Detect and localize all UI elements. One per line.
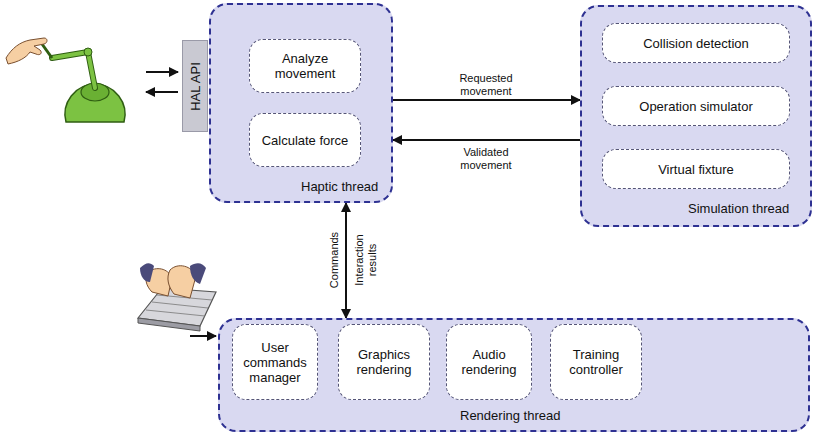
node-text: HAL API: [188, 62, 203, 111]
node-text: Analyze movement: [254, 51, 356, 81]
process-box: Collision detection: [602, 23, 790, 63]
thread-box: Haptic thread Analyze movementCalculate f…: [209, 3, 393, 203]
node-text: Graphics rendering: [343, 347, 425, 377]
arrow-connector: [393, 99, 580, 101]
node-text: Calculate force: [262, 133, 349, 148]
hand: [6, 38, 47, 64]
edge-label: Requested movement: [426, 72, 546, 98]
node-text: Audio rendering: [451, 347, 527, 377]
thread-box: Rendering thread User commands manager Gra…: [218, 318, 810, 432]
edge-label: Validated movement: [426, 146, 546, 172]
node-text: Training controller: [555, 347, 637, 377]
input-arrow: [146, 71, 178, 73]
node-text: Virtual fixture: [658, 162, 734, 177]
thread-label: Simulation thread: [688, 201, 789, 216]
process-box: User commands manager: [232, 324, 318, 400]
process-box: Audio rendering: [446, 324, 532, 400]
keyboard: [138, 263, 216, 331]
thread-label: Haptic thread: [301, 179, 378, 194]
haptic-device: [42, 44, 125, 122]
arrow-connector: [393, 139, 580, 141]
process-box: Operation simulator: [602, 86, 790, 126]
process-box: Graphics rendering: [338, 324, 430, 400]
arrow-connector: [345, 203, 347, 318]
node-text: Operation simulator: [639, 99, 752, 114]
output-arrow: [146, 91, 178, 93]
thread-label: Rendering thread: [460, 408, 560, 423]
process-box: Virtual fixture: [602, 149, 790, 189]
edge-label: Commands: [328, 232, 341, 288]
process-box: Training controller: [550, 324, 642, 400]
api-bar: HAL API: [182, 40, 208, 132]
node-text: User commands manager: [237, 340, 313, 385]
keyboard-arrow: [190, 335, 216, 337]
process-box: Calculate force: [249, 113, 361, 167]
edge-label: Interaction results: [353, 225, 379, 295]
node-text: Collision detection: [643, 36, 749, 51]
process-box: Analyze movement: [249, 39, 361, 93]
thread-box: Simulation thread Collision detectionOper…: [580, 5, 812, 227]
